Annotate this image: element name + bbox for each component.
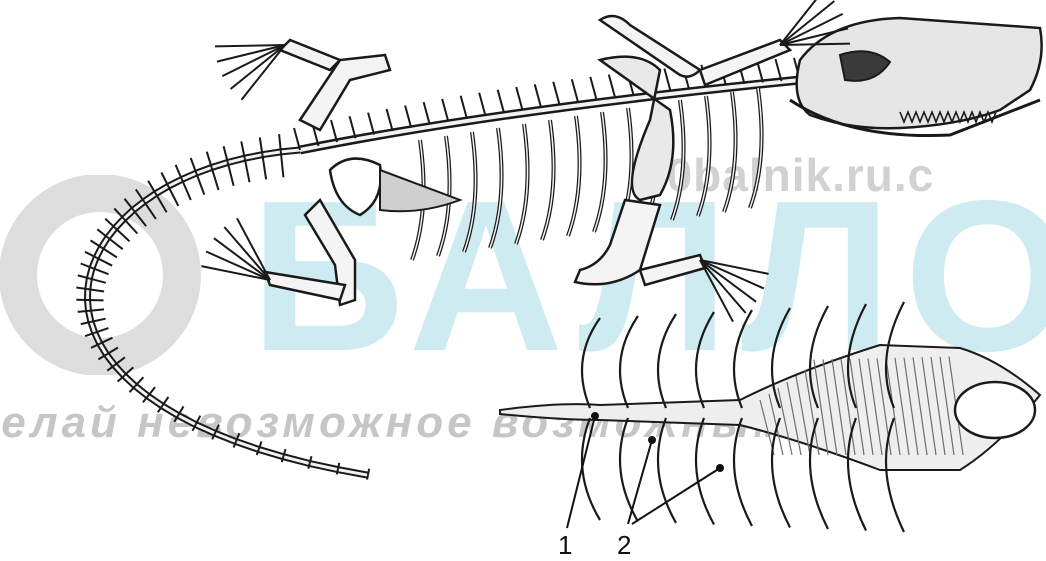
tail-spine: [368, 469, 369, 475]
neural-spine: [294, 128, 300, 150]
rib-upper: [734, 310, 752, 408]
pointer-1: [567, 416, 595, 528]
vertebra-ventral: [955, 382, 1035, 438]
tail: [76, 134, 369, 479]
tail-spine: [338, 463, 339, 470]
tail-spine: [96, 258, 112, 266]
neural-spine: [479, 93, 485, 115]
rib-upper: [696, 312, 714, 408]
ribcage: [412, 88, 762, 260]
tail-spine: [196, 173, 204, 195]
tail-spine: [133, 210, 146, 226]
neural-spine: [516, 87, 522, 109]
tail-spine: [144, 202, 156, 219]
neural-spine: [331, 120, 337, 142]
neural-spine: [535, 84, 541, 106]
rib-lower: [696, 418, 714, 525]
pelvis: [330, 159, 460, 215]
rib-lower: [620, 418, 638, 522]
neural-spine: [368, 113, 374, 135]
digit: [780, 44, 850, 45]
shoulder-girdle: [600, 57, 673, 200]
neural-spine: [350, 116, 356, 138]
neural-spine: [553, 82, 559, 104]
rib-upper: [620, 316, 638, 408]
tail-spine: [212, 167, 219, 189]
neural-spine: [424, 102, 430, 124]
rib-lower: [658, 418, 676, 523]
tail-spine: [228, 162, 234, 185]
tail-chevron: [367, 475, 368, 479]
neural-spine: [609, 75, 615, 97]
tail-spine: [156, 194, 167, 213]
neural-spine: [664, 68, 670, 90]
tail-spine: [262, 155, 266, 180]
neural-spine: [590, 77, 596, 99]
front-lower-limb: [575, 200, 705, 285]
tail-spine: [168, 186, 178, 206]
tail-chevron: [125, 199, 134, 210]
tail-chevron: [308, 463, 309, 468]
neural-spine: [405, 106, 411, 128]
tail-chevron: [78, 311, 89, 312]
skull: [790, 18, 1042, 136]
rib-upper: [658, 314, 676, 408]
digit: [215, 45, 285, 46]
tail-chevron: [136, 189, 144, 201]
tail-spine: [135, 377, 143, 386]
neural-spine: [498, 90, 504, 112]
digit: [780, 0, 824, 45]
sternum-ventral-view: [500, 302, 1040, 532]
tail-spine: [108, 238, 123, 250]
label-1: 1: [558, 530, 572, 561]
neural-spine: [442, 99, 448, 121]
pointer-2a: [628, 440, 652, 524]
tail-chevron: [114, 208, 123, 218]
tail-spine: [245, 158, 250, 182]
tail-chevron: [97, 229, 107, 237]
tail-chevron: [105, 219, 115, 228]
digit: [700, 260, 733, 322]
neural-spine: [461, 96, 467, 118]
hind-lower-limb: [265, 200, 355, 305]
tail-spine: [115, 228, 129, 241]
digit: [237, 218, 270, 280]
rib-upper: [582, 318, 600, 408]
neural-spine: [387, 109, 393, 131]
hind-upper-limb: [280, 40, 390, 130]
tail-spine: [281, 152, 284, 177]
skull-outline: [797, 18, 1042, 128]
rib-lower: [734, 418, 752, 526]
tail-spine: [124, 219, 138, 234]
pointer-2b: [632, 468, 720, 524]
tail-chevron: [148, 181, 156, 194]
tail-spine: [115, 357, 125, 365]
tail-spine: [101, 247, 117, 257]
label-2: 2: [617, 530, 631, 561]
tail-spine: [182, 179, 191, 200]
tail-chevron: [337, 470, 338, 475]
neural-spine: [572, 79, 578, 101]
tail-spine: [124, 367, 133, 375]
